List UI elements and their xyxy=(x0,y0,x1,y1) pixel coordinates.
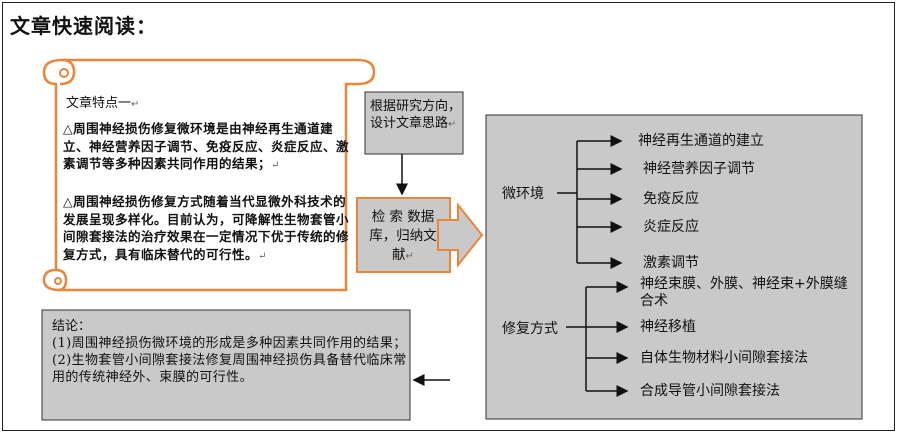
feature-2-text: △周围神经损伤修复方式随着当代显微外科技术的发展呈现多样化。目前认为，可降解性生… xyxy=(63,194,350,262)
micro-env-item: 炎症反应 xyxy=(643,219,699,235)
category-repair: 修复方式 xyxy=(502,321,558,337)
conclusion-text: 结论： (1)周围神经损伤微环境的形成是多种因素共同作用的结果； (2)生物套管… xyxy=(52,318,412,386)
micro-env-bracket xyxy=(557,135,623,269)
repair-bracket xyxy=(566,281,629,397)
repair-item: 神经移植 xyxy=(640,319,696,335)
basis-box-text: 根据研究方向，设计文章思路↵ xyxy=(370,99,462,131)
micro-env-item: 神经营养因子调节 xyxy=(643,161,755,177)
micro-env-item: 免疫反应 xyxy=(643,191,699,207)
search-box xyxy=(356,197,451,273)
micro-env-item: 神经再生通道的建立 xyxy=(638,133,764,149)
micro-env-item: 激素调节 xyxy=(643,255,699,271)
category-micro-env: 微环境 xyxy=(502,186,544,202)
right-panel xyxy=(485,114,863,420)
conclusion-box xyxy=(41,309,411,421)
conclusion-point-2: (2)生物套管小间隙套接法修复周围神经损伤具备替代临床常用的传统神经外、束膜的可… xyxy=(52,353,407,385)
feature-1-text: △周围神经损伤修复微环境是由神经再生通道建立、神经营养因子调节、免疫反应、炎症反… xyxy=(63,121,350,171)
search-box-text: 检 索 数据库，归纳文献↵ xyxy=(369,209,437,263)
scroll-shape xyxy=(42,58,376,292)
basis-box xyxy=(364,91,464,155)
repair-item: 自体生物材料小间隙套接法 xyxy=(640,350,808,366)
repair-item: 神经束膜、外膜、神经束+外膜缝合术 xyxy=(640,276,848,309)
conclusion-point-1: (1)周围神经损伤微环境的形成是多种因素共同作用的结果； xyxy=(52,336,407,351)
conclusion-heading: 结论： xyxy=(52,319,92,334)
repair-item: 合成导管小间隙套接法 xyxy=(640,383,780,399)
page-title: 文章快速阅读： xyxy=(10,14,157,38)
block-arrow xyxy=(437,202,484,268)
feature-label: 文章特点一↵ xyxy=(66,96,140,111)
